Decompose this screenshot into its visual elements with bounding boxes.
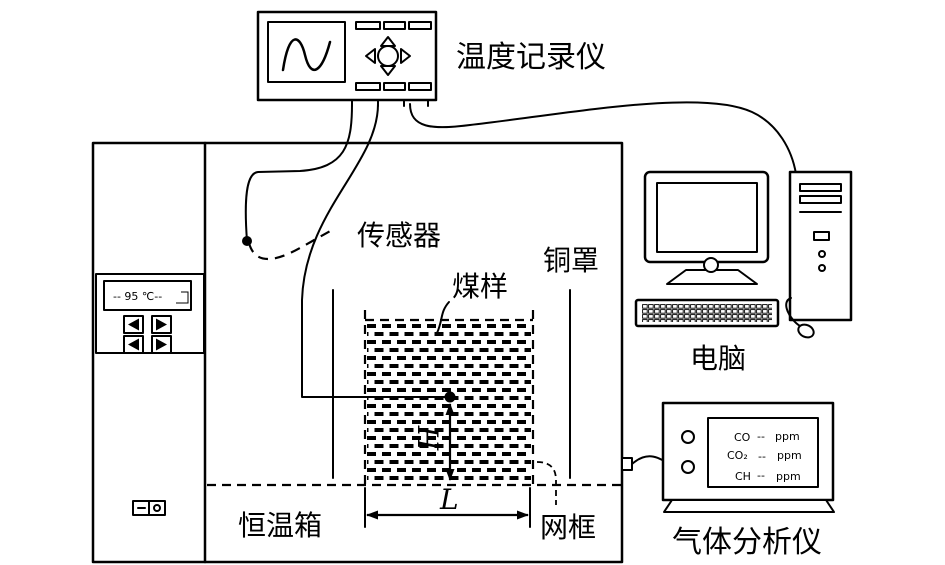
computer: 电脑 (634, 170, 853, 375)
recorder-button (408, 21, 432, 30)
waveform-icon (281, 38, 332, 72)
switch-on-mark (153, 504, 161, 512)
arrow-right-icon (400, 48, 411, 64)
gas-unit: ppm (776, 470, 801, 483)
recorder-button (383, 21, 406, 30)
arrow-left-icon (128, 338, 139, 351)
gas-name: CH (735, 470, 751, 483)
gas-value: -- (757, 430, 765, 443)
sensor-lead-dashed (247, 229, 333, 261)
coal-sample: 煤样 H L 网框 (363, 270, 596, 544)
coal-sample-label: 煤样 (452, 270, 508, 303)
reset-button-icon (818, 264, 826, 272)
controller-display-text: -- 95 ℃-- (113, 290, 162, 303)
arrow-up-icon (380, 36, 396, 47)
gas-name: CO (734, 431, 751, 444)
recorder-bottom-buttons (355, 82, 432, 91)
arrow-left-icon (365, 48, 376, 64)
gas-unit: ppm (777, 449, 802, 462)
mesh-frame-leader (536, 461, 557, 505)
gas-value: -- (758, 450, 766, 463)
gas-analyzer-label: 气体分析仪 (672, 525, 822, 560)
drive-slot (799, 195, 842, 204)
wires (244, 101, 797, 398)
wire-recorder-to-upper-sensor (244, 103, 353, 242)
coal-sample-leader (436, 301, 450, 334)
analyzer-screen (707, 417, 819, 488)
tower-body (788, 170, 853, 322)
gas-unit: ppm (775, 430, 800, 443)
analyzer-base (663, 499, 835, 513)
display-bracket (176, 291, 189, 304)
recorder-button (383, 82, 406, 91)
mouse-cord (785, 297, 801, 327)
recorder-top-buttons (355, 21, 432, 30)
height-label: H (413, 425, 446, 451)
recorder-label: 温度记录仪 (456, 40, 606, 75)
copper-shield-label: 铜罩 (543, 244, 599, 277)
recorder-direction-pad (365, 36, 411, 76)
copper-shield: 铜罩 (332, 244, 599, 479)
gas-port (621, 457, 633, 471)
recorder-dial (377, 45, 399, 67)
recorder-connectors (351, 99, 429, 107)
coal-sensor-point (444, 391, 456, 403)
arrow-right-icon (156, 318, 167, 331)
gas-reading-ch: CH -- ppm (735, 469, 801, 483)
gas-value: -- (757, 469, 765, 482)
arrow-left-icon (128, 318, 139, 331)
arrow-down-icon (380, 65, 396, 76)
power-button-icon (818, 250, 826, 258)
upper-sensor: 传感器 (242, 219, 441, 261)
gas-reading-co2: CO₂ -- ppm (727, 449, 802, 463)
analyzer-knob (681, 460, 695, 474)
drive-slot (799, 183, 842, 192)
monitor-base (666, 269, 758, 285)
temperature-recorder: 温度记录仪 (256, 10, 606, 107)
length-label: L (439, 483, 459, 516)
mouse-icon (797, 323, 815, 339)
sensor-point (242, 236, 252, 246)
wire-recorder-to-coal-sensor (301, 103, 451, 398)
mesh-frame-label: 网框 (540, 511, 596, 544)
temperature-controller: -- 95 ℃-- (95, 273, 205, 354)
oven-body (91, 141, 624, 564)
power-switch (132, 500, 166, 516)
recorder-screen (267, 21, 346, 83)
gas-reading-co: CO -- ppm (734, 430, 800, 444)
arrow-right-icon (156, 338, 167, 351)
gas-name: CO₂ (727, 449, 748, 462)
sensor-label: 传感器 (357, 219, 441, 252)
gas-analyzer: CO -- ppm CO₂ -- ppm CH -- ppm 气体分析仪 (621, 401, 835, 560)
recorder-button (355, 82, 381, 91)
monitor-stand-joint (703, 257, 719, 273)
keyboard-keys (642, 304, 772, 322)
controller-display (103, 280, 192, 311)
analyzer-knob (681, 430, 695, 444)
recorder-button (355, 21, 381, 30)
monitor-screen (656, 182, 758, 253)
oven: -- 95 ℃-- 恒温箱 (91, 141, 624, 564)
oven-label: 恒温箱 (238, 509, 322, 542)
recorder-button (408, 82, 432, 91)
wire-recorder-to-computer (409, 101, 797, 175)
tower-bay (813, 231, 830, 241)
computer-label: 电脑 (690, 342, 746, 375)
